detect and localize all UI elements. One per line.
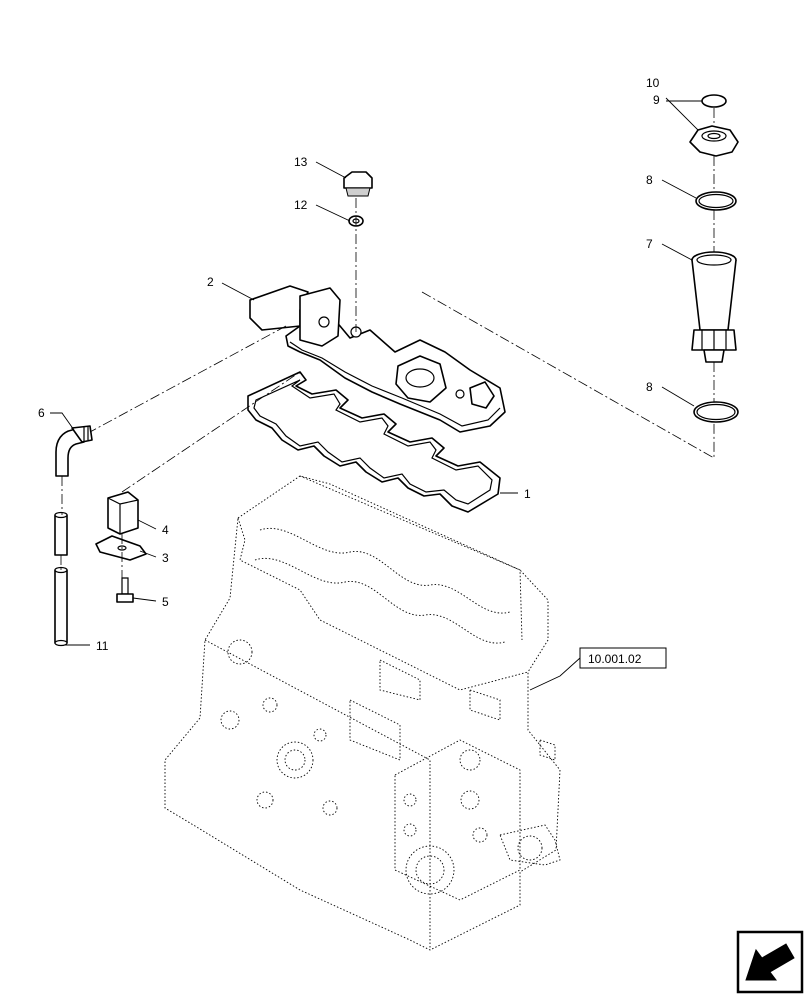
- callout-9: 9: [653, 93, 660, 107]
- assembly-axes: [60, 108, 715, 578]
- engine-block: [164, 475, 561, 951]
- o-ring-lower: [693, 401, 739, 423]
- breather-elbow: [55, 425, 93, 477]
- callout-8-lower: 8: [646, 380, 653, 394]
- callout-2: 2: [207, 275, 214, 289]
- callout-13: 13: [294, 155, 308, 169]
- callout-11: 11: [96, 639, 109, 653]
- callout-labels: 1 2 3 4 5 6 7 8 8 9 10 11 12 13: [38, 76, 660, 653]
- filler-plug-cap: [701, 94, 727, 108]
- callout-4: 4: [162, 523, 169, 537]
- callout-8-upper: 8: [646, 173, 653, 187]
- cap-nut: [343, 171, 373, 197]
- callout-6: 6: [38, 406, 45, 420]
- mounting-bracket: [95, 535, 147, 561]
- oil-filler-neck: [691, 251, 737, 363]
- callout-1: 1: [524, 487, 531, 501]
- breather-hose: [54, 511, 68, 647]
- rocker-cover-gasket: [247, 371, 501, 513]
- reference-label[interactable]: 10.001.02: [588, 652, 642, 666]
- callout-10: 10: [646, 76, 660, 90]
- damper-block: [107, 491, 139, 535]
- leader-lines: [50, 97, 702, 691]
- reference-box[interactable]: [579, 647, 667, 669]
- bracket-bolt: [116, 577, 134, 603]
- callout-12: 12: [294, 198, 308, 212]
- rocker-cover: [249, 285, 506, 433]
- reference-link[interactable]: 10.001.02: [579, 647, 667, 669]
- callout-3: 3: [162, 551, 169, 565]
- o-ring-upper: [695, 191, 737, 211]
- oil-filler-cap: [689, 125, 739, 157]
- callout-5: 5: [162, 595, 169, 609]
- arrow-back-icon[interactable]: [736, 930, 804, 994]
- callout-7: 7: [646, 237, 653, 251]
